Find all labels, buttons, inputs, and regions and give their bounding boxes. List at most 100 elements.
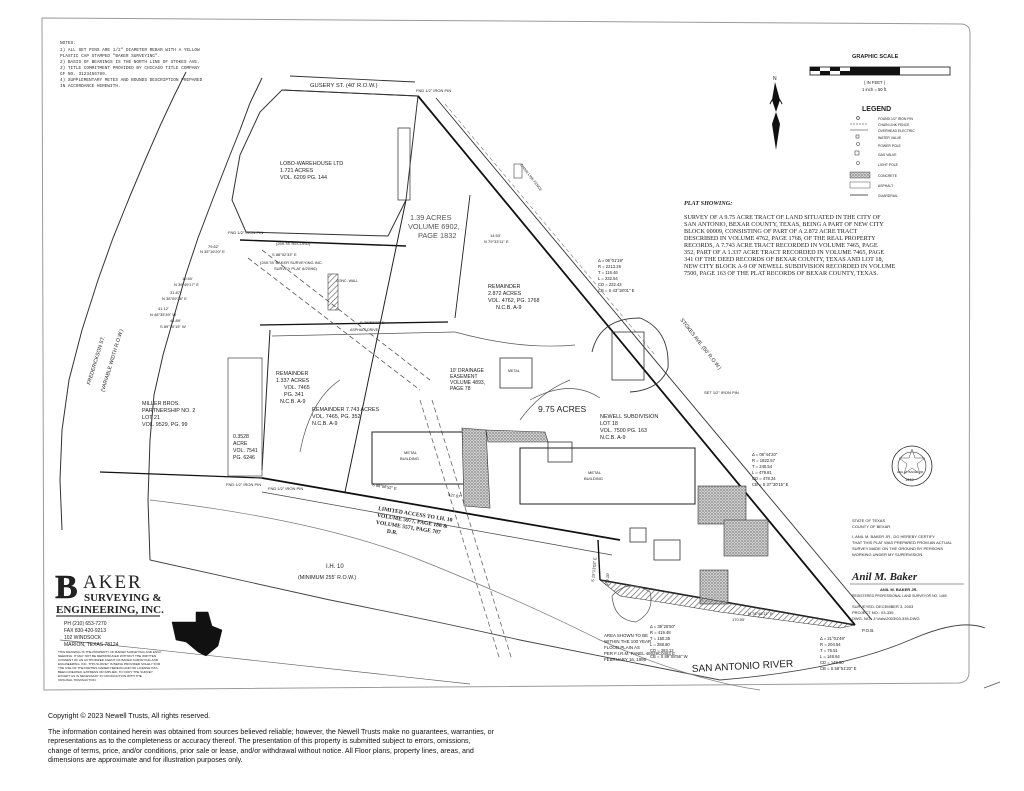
fnd-pin-5: FND 1/2" IRON PIN	[268, 486, 303, 491]
rem3-line: VOL. 7465, PG. 352	[312, 414, 361, 420]
disc-line: ORIGINAL TRANSACTION.	[58, 678, 97, 682]
frederickson-street-east-edge	[147, 77, 263, 561]
access-line: D.R.	[386, 529, 398, 537]
cul-de-sac-arc	[591, 317, 669, 393]
disc-line: THIS DRAWING IS THE PROPERTY OF BAKER SU…	[58, 650, 162, 654]
legend-item: POWER POLE	[878, 144, 902, 148]
notes-block: NOTES: 1) ALL SET PINS ARE 1/2" DIAMETER…	[60, 41, 203, 89]
limited-access-label: LIMITED ACCESS TO I.H. 10 VOLUME 5977, P…	[375, 506, 452, 537]
baker-logo: B AKER SURVEYING & ENGINEERING, INC.	[55, 569, 164, 617]
record-call-2: S 88°02'33" E	[272, 252, 297, 257]
rem2-line: VOL. 7465	[284, 385, 310, 391]
notes-line: 2) BASIS OF BEARINGS IS THE NORTH LINE O…	[60, 60, 200, 65]
north-label: N	[773, 76, 777, 82]
disc-line: ENGINEERING, INC. THIS SURVEY IS BEING P…	[58, 662, 161, 666]
curve1-line: T = 116.46	[598, 270, 618, 275]
bearing-b10: S 15°13'03" E	[590, 557, 598, 582]
flood-line: FEBRUARY 16, 1996	[604, 657, 647, 662]
lower-right-mark	[983, 681, 1001, 689]
bearing-labels: N 35°16'20" E 79.62' N 39°49'17" E 19.50…	[150, 88, 773, 622]
distance-b5: 44.89'	[170, 318, 181, 323]
legend-item: LIGHT POLE	[878, 163, 899, 167]
notes-line: GF NO. 3123456789.	[60, 72, 107, 77]
legend: LEGEND FOUND 1/2" IRON PIN CHAIN LINK FE…	[849, 106, 915, 198]
disc-line: THE USE OF THE PARTIES NAMED HEREON AND …	[58, 666, 158, 670]
texas-state-icon	[171, 611, 223, 657]
stokes-avenue-inner-line	[444, 103, 656, 356]
distance-b8: 427.07'	[448, 492, 462, 499]
east-line	[597, 539, 601, 581]
drive-curve-2	[454, 331, 576, 347]
acres-139-label: 1.39 ACRES VOLUME 6902, PAGE 1832	[408, 213, 460, 240]
graphic-scale: GRAPHIC SCALE ( IN FEET ) 1 inch = 50 ft…	[809, 54, 951, 92]
concrete-slab	[461, 427, 491, 509]
company-disclaimer: THIS DRAWING IS THE PROPERTY OF BAKER SU…	[58, 650, 162, 682]
bearing-b8: S 88°56'52" E	[372, 482, 397, 491]
cert-line: SURVEY MADE ON THE GROUND BY PERSONS	[852, 546, 943, 551]
river-bank-north	[149, 559, 721, 681]
cert-line: WORKING UNDER MY SUPERVISION.	[852, 552, 923, 557]
curve4-line: T = 75.51	[820, 648, 838, 653]
lobo-warehouse-parcel	[231, 89, 419, 237]
utility-box	[513, 163, 523, 179]
small-parcel-label: 0.3528 ACRE VOL. 7541 PG. 6246	[233, 434, 258, 461]
flood-line: FLOOD PLAIN AS	[604, 645, 640, 650]
company-contact: PH (210) 653-7270 FAX 830-420-9213 102 W…	[64, 621, 119, 648]
plat-line: DESCRIBED IN VOLUME 4762, PAGE 1768, OF …	[684, 235, 876, 242]
cert-county: COUNTY OF BEXAR	[852, 524, 890, 529]
rem2-line: REMAINDER	[276, 371, 308, 377]
newell-line: NEWELL SUBDIVISION	[600, 414, 658, 420]
plat-showing-title: PLAT SHOWING:	[684, 200, 732, 207]
drive-curve	[529, 388, 601, 401]
seal-name: ANIL M. BAKER JR.	[897, 470, 924, 474]
dashed-road-a	[419, 399, 501, 661]
survey-date: SURVEYED: DECEMBER 3, 2003	[852, 604, 914, 609]
flood-line: AREA SHOWN TO BE	[604, 633, 648, 638]
logo-engineering: ENGINEERING, INC.	[56, 604, 164, 616]
small-parcel-outline	[227, 357, 263, 477]
curve3-line: R = 419.48	[650, 630, 671, 635]
notes-line: 1) ALL SET PINS ARE 1/2" DIAMETER REBAR …	[60, 48, 200, 53]
rem3-line: REMAINDER 7.743 ACRES	[312, 407, 380, 413]
frederickson-street-west-edge	[59, 71, 187, 531]
curve-table-4: Δ = 21°01'49" R = 204.54 T = 75.51 L = 1…	[820, 636, 857, 671]
stokes-avenue-boundary	[417, 95, 856, 626]
rem1-line: VOL. 4762, PG. 1768	[488, 298, 540, 304]
disc-line: BEEN CREATED, EXPRESS OR IMPLIED, TO COP…	[58, 670, 153, 674]
concrete-wall-label: CONC. WALL	[336, 279, 358, 283]
fence-hatches	[327, 163, 523, 311]
curve2-line: T = 240.54	[752, 464, 773, 469]
newell-line: LOT 18	[600, 421, 618, 427]
distance-b6: 14.53'	[490, 233, 501, 238]
lobo-line: LOBO-WAREHOUSE LTD	[280, 161, 343, 167]
curve-table-1: Δ = 06°01'19" R = 2213.25 T = 116.46 L =…	[598, 258, 635, 293]
metal-building-label: METAL	[404, 450, 418, 455]
san-antonio-river-label: SAN ANTONIO RIVER	[692, 659, 794, 675]
legend-title: LEGEND	[862, 106, 891, 113]
legend-item: OVERHEAD ELECTRIC	[878, 129, 915, 133]
legend-item: FOUND 1/2" IRON PIN	[878, 117, 913, 121]
disc-line: EXCEPT AS IS NECESSARY IN CONJUNCTION WI…	[58, 674, 142, 678]
curve1-line: R = 2213.25	[598, 264, 622, 269]
curve3-line: L = 288.80	[650, 642, 670, 647]
plat-line: SURVEY OF A 9.75 ACRE TRACT OF LAND SITU…	[684, 214, 881, 221]
plat-line: NEW CITY BLOCK A-9 OF NEWELL SUBDIVISION…	[684, 263, 895, 270]
legend-item: WATER VALVE	[878, 136, 902, 140]
curve4-line: CB = S 58°51'20" E	[820, 666, 857, 671]
distance-b9: 170.00'	[732, 617, 745, 622]
logo-name: AKER	[83, 572, 143, 593]
cert-line: THAT THIS PLAT WAS PREPARED FROM AN ACTU…	[852, 540, 953, 545]
rem1-line: 2.872 ACRES	[488, 291, 522, 297]
area-arc-right	[519, 379, 571, 421]
curve-table-2: Δ = 08°44'20" R = 1822.57 T = 240.54 L =…	[752, 452, 789, 487]
scale-seg	[840, 71, 850, 75]
legal-disclaimer: The information contained herein was obt…	[48, 727, 494, 765]
curve3-line: Δ = 39°26'50"	[650, 624, 676, 629]
curve3-line: T = 150.35	[650, 636, 671, 641]
bearing-b6: N 79°33'11" E	[484, 239, 509, 244]
company-fax: FAX 830-420-9213	[64, 628, 106, 634]
distance-b1: 79.62'	[208, 244, 219, 249]
remainder-1337-label: REMAINDER 1.337 ACRES VOL. 7465 PG. 341 …	[276, 371, 310, 405]
tract-line-b	[344, 199, 407, 493]
miller-bros-label: MILLER BROS. PARTNERSHIP NO. 2 LOT 21 VO…	[142, 401, 195, 428]
